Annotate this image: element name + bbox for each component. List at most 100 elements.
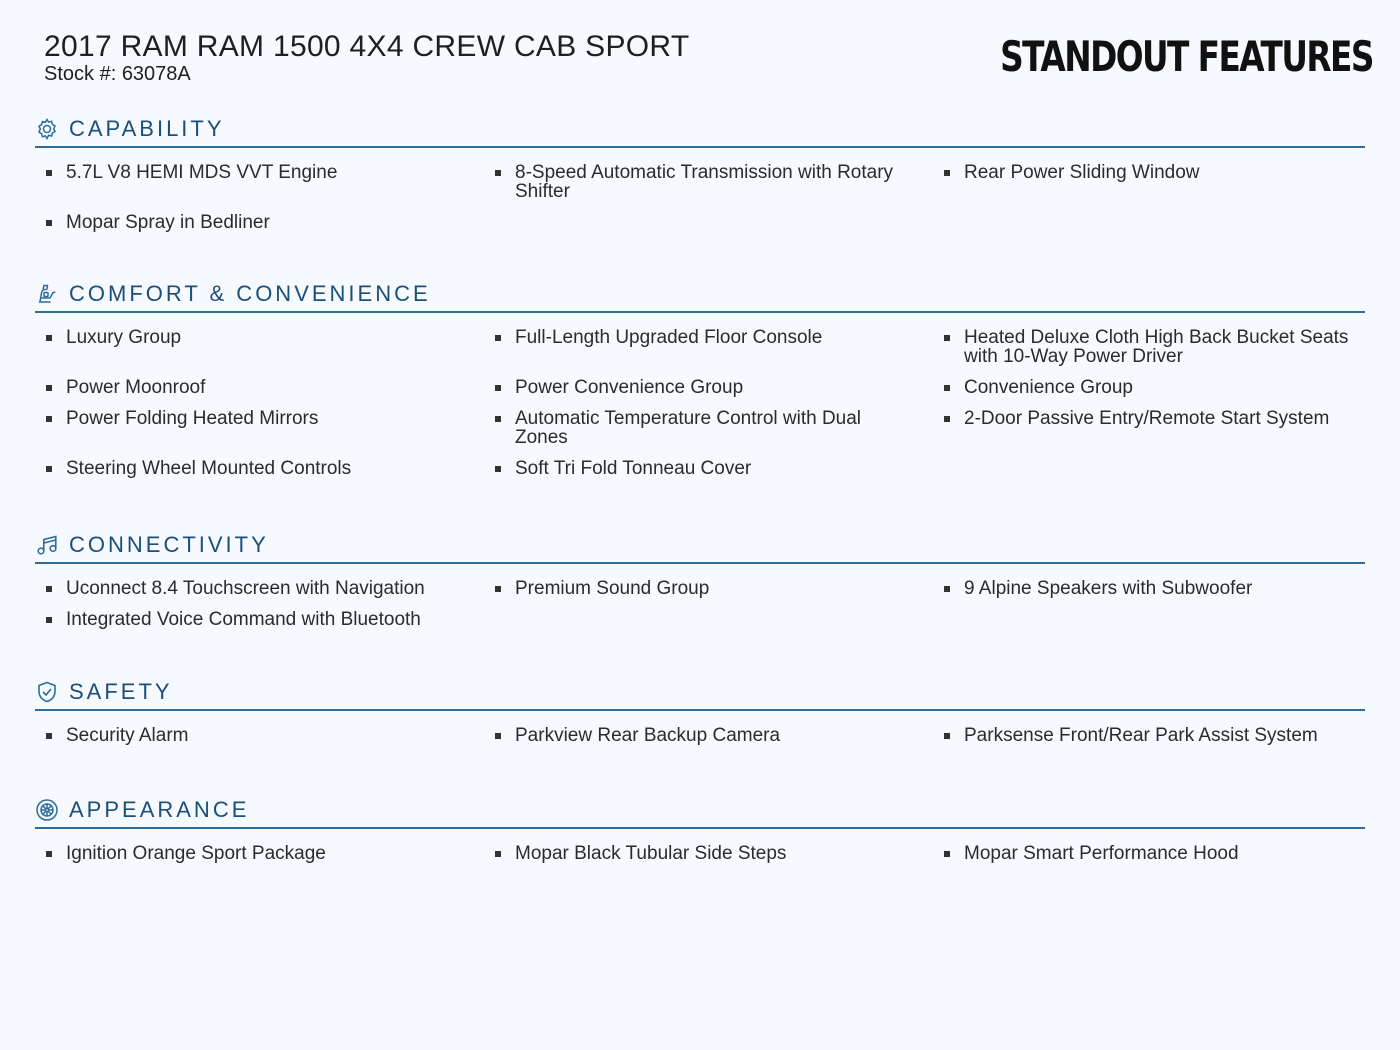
section-title: SAFETY <box>69 679 173 704</box>
feature-text: Automatic Temperature Control with Dual … <box>515 408 862 448</box>
feature-text: Heated Deluxe Cloth High Back Bucket Sea… <box>964 327 1349 367</box>
section-comfort-convenience: COMFORT & CONVENIENCE Luxury Group Full-… <box>35 277 1365 478</box>
car-seat-icon <box>35 282 59 306</box>
section-title: CAPABILITY <box>69 116 225 141</box>
section-header: CONNECTIVITY <box>35 528 1365 564</box>
feature-text: Premium Sound Group <box>515 578 710 599</box>
section-connectivity: CONNECTIVITY Uconnect 8.4 Touchscreen wi… <box>35 528 1365 629</box>
feature-text: Rear Power Sliding Window <box>964 162 1200 183</box>
bullet <box>495 170 501 176</box>
feature-text: Ignition Orange Sport Package <box>66 843 326 864</box>
feature-text: Convenience Group <box>964 377 1133 398</box>
feature-item: 8-Speed Automatic Transmission with Rota… <box>484 163 933 201</box>
bullet <box>944 851 950 857</box>
feature-text: Full-Length Upgraded Floor Console <box>515 327 823 348</box>
feature-text: 9 Alpine Speakers with Subwoofer <box>964 578 1253 599</box>
feature-list: 5.7L V8 HEMI MDS VVT Engine 8-Speed Auto… <box>35 163 1365 232</box>
bullet <box>46 851 52 857</box>
section-header: CAPABILITY <box>35 112 1365 148</box>
bullet <box>495 416 501 422</box>
shield-check-icon <box>35 680 59 704</box>
section-header: APPEARANCE <box>35 793 1365 829</box>
bullet <box>46 466 52 472</box>
feature-item: Parkview Rear Backup Camera <box>484 726 933 745</box>
feature-text: Mopar Black Tubular Side Steps <box>515 843 787 864</box>
feature-item: Mopar Smart Performance Hood <box>933 844 1365 863</box>
feature-text: Power Moonroof <box>66 377 206 398</box>
feature-text: Luxury Group <box>66 327 182 348</box>
bullet <box>46 416 52 422</box>
feature-text: 5.7L V8 HEMI MDS VVT Engine <box>66 162 338 183</box>
feature-item: 5.7L V8 HEMI MDS VVT Engine <box>35 163 484 201</box>
section-appearance: APPEARANCE Ignition Orange Sport Package… <box>35 793 1365 863</box>
feature-text: Uconnect 8.4 Touchscreen with Navigation <box>66 578 425 599</box>
feature-item: Mopar Spray in Bedliner <box>35 213 484 232</box>
feature-item: Automatic Temperature Control with Dual … <box>484 409 933 447</box>
bullet <box>944 170 950 176</box>
bullet <box>495 466 501 472</box>
feature-item: Rear Power Sliding Window <box>933 163 1365 201</box>
section-header: SAFETY <box>35 675 1365 711</box>
feature-list: Luxury Group Full-Length Upgraded Floor … <box>35 328 1365 478</box>
vehicle-title: 2017 RAM RAM 1500 4X4 CREW CAB SPORT <box>44 30 690 63</box>
bullet <box>46 617 52 623</box>
bullet <box>944 586 950 592</box>
section-safety: SAFETY Security Alarm Parkview Rear Back… <box>35 675 1365 745</box>
bullet <box>46 170 52 176</box>
feature-item: Full-Length Upgraded Floor Console <box>484 328 933 366</box>
bullet <box>495 385 501 391</box>
music-note-icon <box>35 533 59 557</box>
feature-item: Security Alarm <box>35 726 484 745</box>
section-title: CONNECTIVITY <box>69 532 269 557</box>
bullet <box>495 335 501 341</box>
feature-item: Convenience Group <box>933 378 1365 397</box>
section-title: COMFORT & CONVENIENCE <box>69 281 431 306</box>
gear-icon <box>35 117 59 141</box>
feature-item: Power Moonroof <box>35 378 484 397</box>
feature-item: 9 Alpine Speakers with Subwoofer <box>933 579 1365 598</box>
feature-list: Security Alarm Parkview Rear Backup Came… <box>35 726 1365 745</box>
wheel-icon <box>35 798 59 822</box>
feature-item: Ignition Orange Sport Package <box>35 844 484 863</box>
section-header: COMFORT & CONVENIENCE <box>35 277 1365 313</box>
feature-item: Heated Deluxe Cloth High Back Bucket Sea… <box>933 328 1365 366</box>
feature-text: Parkview Rear Backup Camera <box>515 725 781 746</box>
feature-item: Parksense Front/Rear Park Assist System <box>933 726 1365 745</box>
bullet <box>944 335 950 341</box>
feature-text: Steering Wheel Mounted Controls <box>66 458 352 479</box>
section-title: APPEARANCE <box>69 797 250 822</box>
feature-text: 2-Door Passive Entry/Remote Start System <box>964 408 1330 429</box>
feature-text: Parksense Front/Rear Park Assist System <box>964 725 1318 746</box>
bullet <box>46 220 52 226</box>
feature-text: Power Convenience Group <box>515 377 744 398</box>
bullet <box>944 416 950 422</box>
bullet <box>495 851 501 857</box>
bullet <box>46 385 52 391</box>
feature-text: Mopar Smart Performance Hood <box>964 843 1239 864</box>
feature-list: Ignition Orange Sport Package Mopar Blac… <box>35 844 1365 863</box>
feature-text: 8-Speed Automatic Transmission with Rota… <box>515 162 894 202</box>
feature-text: Power Folding Heated Mirrors <box>66 408 319 429</box>
feature-item: Integrated Voice Command with Bluetooth <box>35 610 484 629</box>
feature-item: Soft Tri Fold Tonneau Cover <box>484 459 933 478</box>
feature-item: Uconnect 8.4 Touchscreen with Navigation <box>35 579 484 598</box>
standout-features-heading: STANDOUT FEATURES <box>1000 32 1374 81</box>
feature-text: Mopar Spray in Bedliner <box>66 212 270 233</box>
feature-item: Mopar Black Tubular Side Steps <box>484 844 933 863</box>
feature-text: Security Alarm <box>66 725 189 746</box>
feature-item: Premium Sound Group <box>484 579 933 598</box>
stock-number: Stock #: 63078A <box>44 63 191 85</box>
feature-item: Power Folding Heated Mirrors <box>35 409 484 447</box>
bullet <box>495 586 501 592</box>
feature-text: Integrated Voice Command with Bluetooth <box>66 609 421 630</box>
feature-item: Steering Wheel Mounted Controls <box>35 459 484 478</box>
feature-list: Uconnect 8.4 Touchscreen with Navigation… <box>35 579 1365 629</box>
bullet <box>46 733 52 739</box>
feature-item: 2-Door Passive Entry/Remote Start System <box>933 409 1365 447</box>
bullet <box>944 733 950 739</box>
bullet <box>944 385 950 391</box>
bullet <box>46 586 52 592</box>
bullet <box>46 335 52 341</box>
section-capability: CAPABILITY 5.7L V8 HEMI MDS VVT Engine 8… <box>35 112 1365 232</box>
